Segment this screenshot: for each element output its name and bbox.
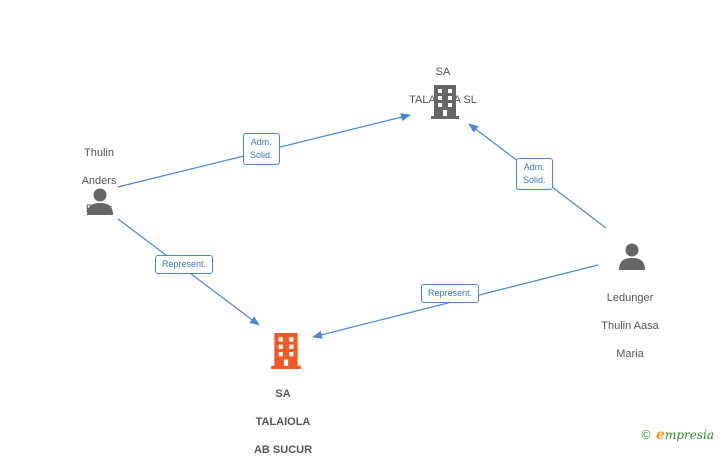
edge-label-adm-solid-left[interactable]: Adm. Solid. — [243, 133, 280, 165]
person-icon[interactable] — [618, 242, 646, 270]
person-right-name-line: Ledunger — [606, 292, 654, 304]
edge-label-line: Adm. — [523, 162, 545, 172]
company-focus-name-line: SA — [275, 388, 291, 400]
person-left-name-line: Thulin — [84, 147, 114, 159]
company-focus-name[interactable]: SA TALAIOLA AB SUCUR — [233, 373, 333, 471]
brand-name: mpresia — [664, 428, 714, 442]
building-icon[interactable] — [430, 85, 460, 119]
person-right-name-line: Thulin Aasa — [601, 320, 659, 332]
edge-label-line: Represent. — [428, 288, 473, 298]
edge-label-represent-right[interactable]: Represent. — [421, 284, 480, 303]
person-icon[interactable] — [86, 187, 114, 215]
person-left-name[interactable]: Thulin Anders Peter — [49, 132, 149, 230]
brand-logo-initial: e — [656, 427, 665, 443]
person-left-name-line: Anders — [81, 175, 117, 187]
building-icon[interactable] — [270, 333, 302, 369]
company-top-name-line: SA — [435, 66, 451, 78]
brand-watermark: ©empresia — [640, 427, 714, 443]
edge-label-represent-left[interactable]: Represent. — [155, 255, 214, 274]
copyright-symbol: © — [640, 428, 653, 442]
edge-label-adm-solid-right[interactable]: Adm. Solid. — [516, 158, 553, 190]
edge-label-line: Adm. — [250, 137, 272, 147]
company-focus-name-line: TALAIOLA — [255, 416, 311, 428]
edge-label-line: Solid. — [523, 175, 546, 185]
person-right-name-line: Maria — [616, 348, 644, 360]
edge-label-line: Represent. — [162, 259, 207, 269]
person-right-name[interactable]: Ledunger Thulin Aasa Maria — [580, 277, 680, 375]
company-focus-name-line: AB SUCUR — [253, 444, 313, 456]
edge-label-line: Solid. — [250, 150, 273, 160]
